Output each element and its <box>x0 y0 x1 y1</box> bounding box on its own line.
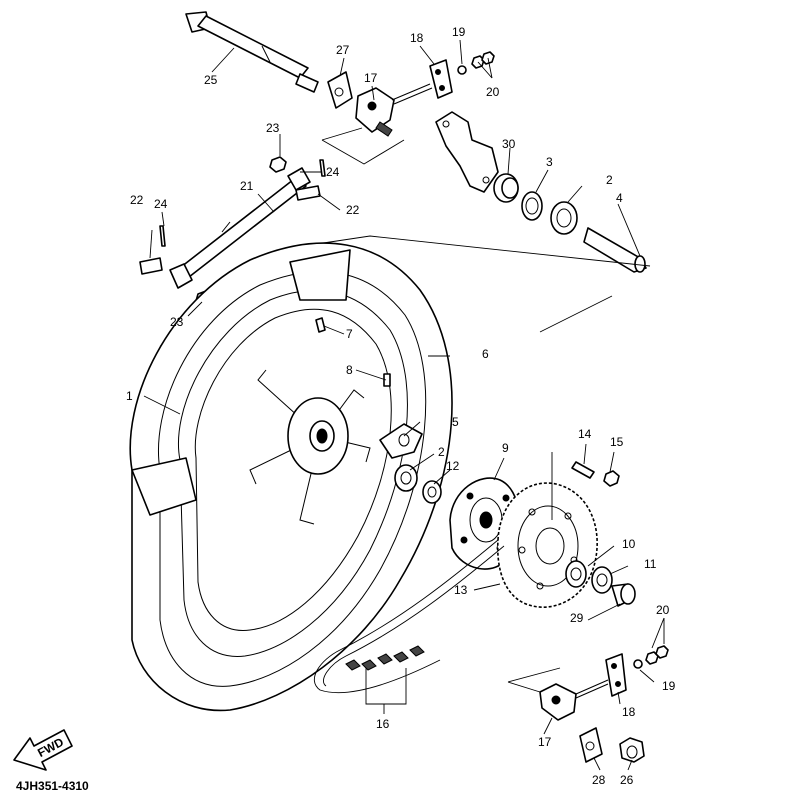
callout-1: 1 <box>126 389 133 403</box>
callout-16: 16 <box>376 717 390 731</box>
callout-20: 20 <box>656 603 670 617</box>
stopper-upper <box>327 71 353 109</box>
callout-5: 5 <box>452 415 459 429</box>
drive-chain <box>313 539 505 694</box>
leader-lines <box>143 39 665 771</box>
chain-puller-lower <box>539 679 609 721</box>
callout-28: 28 <box>592 773 606 787</box>
callout-29: 29 <box>570 611 584 625</box>
callout-11: 11 <box>644 557 657 571</box>
callout-13: 13 <box>454 583 468 597</box>
callout-2: 2 <box>438 445 445 459</box>
callout-6: 6 <box>482 347 489 361</box>
callout-2: 2 <box>606 173 613 187</box>
callout-12: 12 <box>446 459 460 473</box>
callout-17: 17 <box>538 735 552 749</box>
callout-23: 23 <box>266 121 280 135</box>
callout-18: 18 <box>622 705 636 719</box>
rear-wheel <box>129 242 453 712</box>
callout-9: 9 <box>502 441 509 455</box>
plate-upper <box>429 59 453 99</box>
callout-19: 19 <box>662 679 676 693</box>
callout-21: 21 <box>240 179 254 193</box>
bearing-stack-sprocket <box>565 560 636 607</box>
callout-8: 8 <box>346 363 353 377</box>
callout-22: 22 <box>130 193 144 207</box>
callout-24: 24 <box>326 165 340 179</box>
stopper-lower <box>579 727 603 763</box>
diagram-code: 4JH351-4310 <box>16 779 89 793</box>
wheel-axle <box>185 11 319 93</box>
callout-15: 15 <box>610 435 624 449</box>
lower-guide-lines <box>507 667 561 693</box>
callout-4: 4 <box>616 191 623 205</box>
callout-19: 19 <box>452 25 466 39</box>
callout-26: 26 <box>620 773 634 787</box>
sprocket <box>496 482 598 608</box>
callout-14: 14 <box>578 427 592 441</box>
callout-20: 20 <box>486 85 500 99</box>
damper <box>379 423 423 459</box>
torque-rod <box>169 167 311 289</box>
callout-27: 27 <box>336 43 350 57</box>
callout-24: 24 <box>154 197 168 211</box>
callout-3: 3 <box>546 155 553 169</box>
stud-and-nut <box>551 452 620 520</box>
chain-puller-upper <box>355 83 433 137</box>
callout-18: 18 <box>410 31 424 45</box>
washer-nuts-lower <box>633 645 669 669</box>
plate-lower <box>605 653 627 697</box>
callout-17: 17 <box>364 71 378 85</box>
callout-labels: 1 2 2 3 4 5 6 7 8 9 10 11 12 13 14 15 16… <box>126 25 676 787</box>
caliper-bracket <box>435 111 499 193</box>
callout-30: 30 <box>502 137 516 151</box>
callout-25: 25 <box>204 73 218 87</box>
forward-direction-arrow-icon: FWD <box>13 729 73 771</box>
bearing-stack-right <box>493 173 647 273</box>
callout-10: 10 <box>622 537 636 551</box>
callout-23: 23 <box>170 315 184 329</box>
callout-22: 22 <box>346 203 360 217</box>
callout-7: 7 <box>346 327 353 341</box>
axle-nut <box>619 737 645 763</box>
bearing-stack-left <box>394 464 442 504</box>
